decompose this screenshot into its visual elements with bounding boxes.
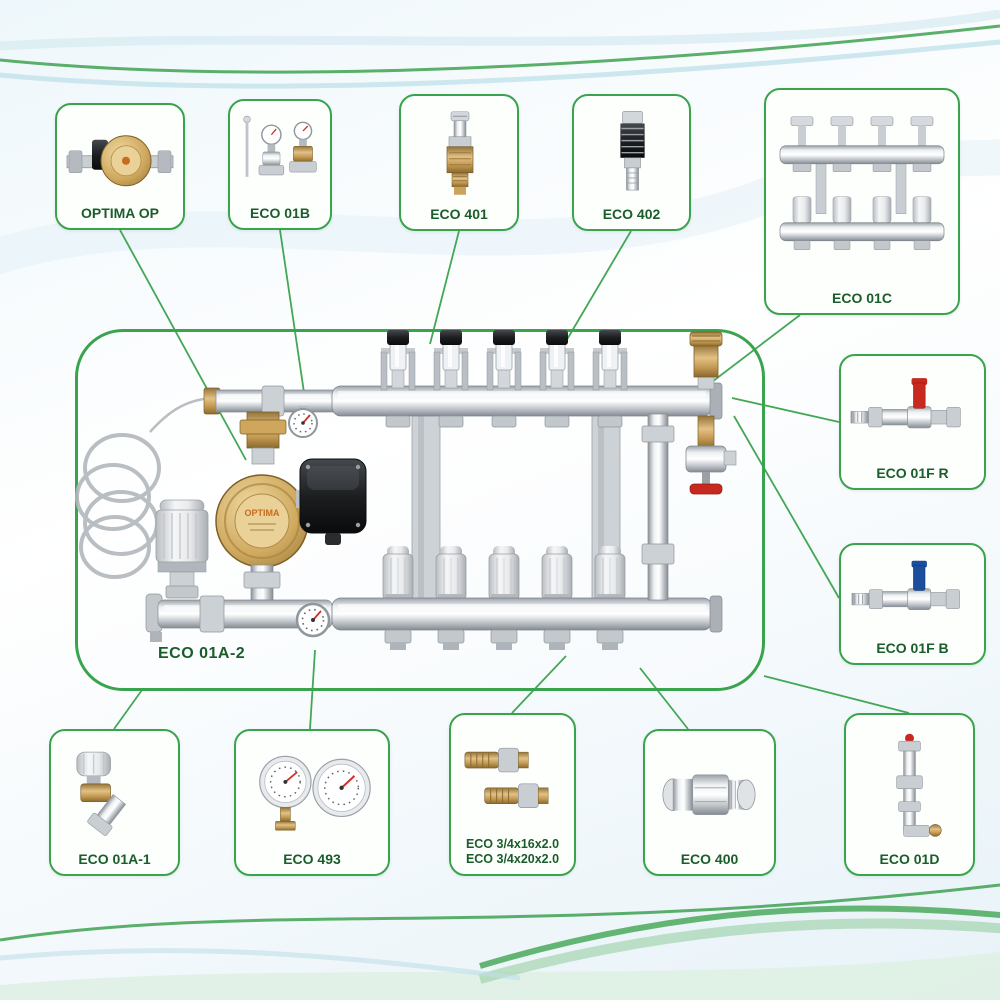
callout-label-optima-op: OPTIMA OP	[80, 204, 160, 221]
manifold-section-icon	[779, 116, 945, 250]
line-eco-01b	[279, 229, 307, 407]
air-vent	[689, 331, 723, 390]
line-eco-01d	[763, 675, 910, 714]
thermostatic-head	[155, 499, 209, 599]
callout-eco-34: ECO 3/4x16x2.0 ECO 3/4x20x2.0	[449, 713, 576, 876]
valve-insert-icon	[446, 111, 474, 195]
callout-eco-493: ECO 493	[234, 729, 390, 876]
pump-product-icon	[66, 135, 174, 187]
callout-label-eco-01b: ECO 01B	[250, 204, 310, 221]
callout-label-eco-34-line2: ECO 3/4x20x2.0	[465, 852, 560, 867]
union-coupling-icon	[662, 774, 756, 815]
callout-label-eco-34-line1: ECO 3/4x16x2.0	[465, 836, 560, 851]
line-eco-34	[511, 655, 567, 714]
callout-eco-401: ECO 401	[399, 94, 519, 231]
ball-valve-blue-icon	[851, 560, 960, 611]
valve-thermometer-icon	[243, 115, 317, 177]
drain-valve	[685, 415, 737, 495]
callout-eco-01f-r: ECO 01F R	[839, 354, 986, 490]
callout-label-eco-01f-r: ECO 01F R	[876, 464, 949, 481]
callout-label-eco-402: ECO 402	[602, 205, 661, 222]
supply-pipe-left	[203, 385, 335, 417]
callout-eco-01f-b: ECO 01F B	[839, 543, 986, 665]
line-eco-01c	[703, 314, 801, 389]
line-eco-400	[639, 667, 689, 730]
ball-valve-red-icon	[850, 378, 961, 429]
callout-eco-01d: ECO 01D	[844, 713, 975, 876]
line-eco-01f-r	[731, 397, 840, 423]
line-eco-402	[561, 230, 632, 349]
callout-label-eco-01c: ECO 01C	[832, 289, 892, 306]
mounting-brackets	[411, 401, 621, 611]
callout-optima-op: OPTIMA OP	[55, 103, 185, 230]
circulation-pump: OPTIMA	[215, 474, 309, 568]
line-eco-401	[429, 230, 460, 345]
thermometer-gauge	[288, 406, 318, 438]
line-eco-493	[309, 649, 316, 730]
callout-label-eco-01a-1: ECO 01A-1	[78, 850, 151, 867]
compression-fitting-icon	[464, 747, 549, 808]
return-pipe-left	[145, 593, 333, 642]
angle-valve-icon	[76, 751, 127, 836]
bypass-valve-icon	[896, 733, 942, 837]
manifold-bottom-bar	[331, 595, 723, 633]
line-optima-op	[119, 229, 247, 461]
callout-eco-01b: ECO 01B	[228, 99, 332, 230]
callout-eco-01a-1: ECO 01A-1	[49, 729, 180, 876]
pump-brand-text: OPTIMA	[245, 508, 280, 518]
callout-eco-402: ECO 402	[572, 94, 691, 231]
callout-eco-01c: ECO 01C	[764, 88, 960, 315]
pump-lower-connection	[243, 564, 281, 601]
callout-eco-400: ECO 400	[643, 729, 776, 876]
callout-label-eco-401: ECO 401	[430, 205, 488, 222]
callout-label-eco-400: ECO 400	[680, 850, 739, 867]
line-eco-01a-1	[113, 689, 143, 730]
valve-insert-dark-icon	[620, 111, 645, 191]
right-return-pipe	[641, 413, 675, 601]
main-unit-label: ECO 01A-2	[158, 645, 246, 662]
pump-control-box	[296, 458, 367, 545]
callout-label-eco-01f-b: ECO 01F B	[876, 639, 949, 656]
pressure-gauge	[295, 602, 331, 638]
callout-label-eco-493: ECO 493	[283, 850, 341, 867]
callout-label-eco-01d: ECO 01D	[879, 850, 940, 867]
pump-inlet-valve	[239, 411, 287, 465]
thermometer-pair-icon	[259, 755, 371, 831]
manifold-top-bar	[331, 382, 723, 420]
line-eco-01f-b	[733, 415, 840, 599]
bottom-ports	[384, 629, 624, 651]
